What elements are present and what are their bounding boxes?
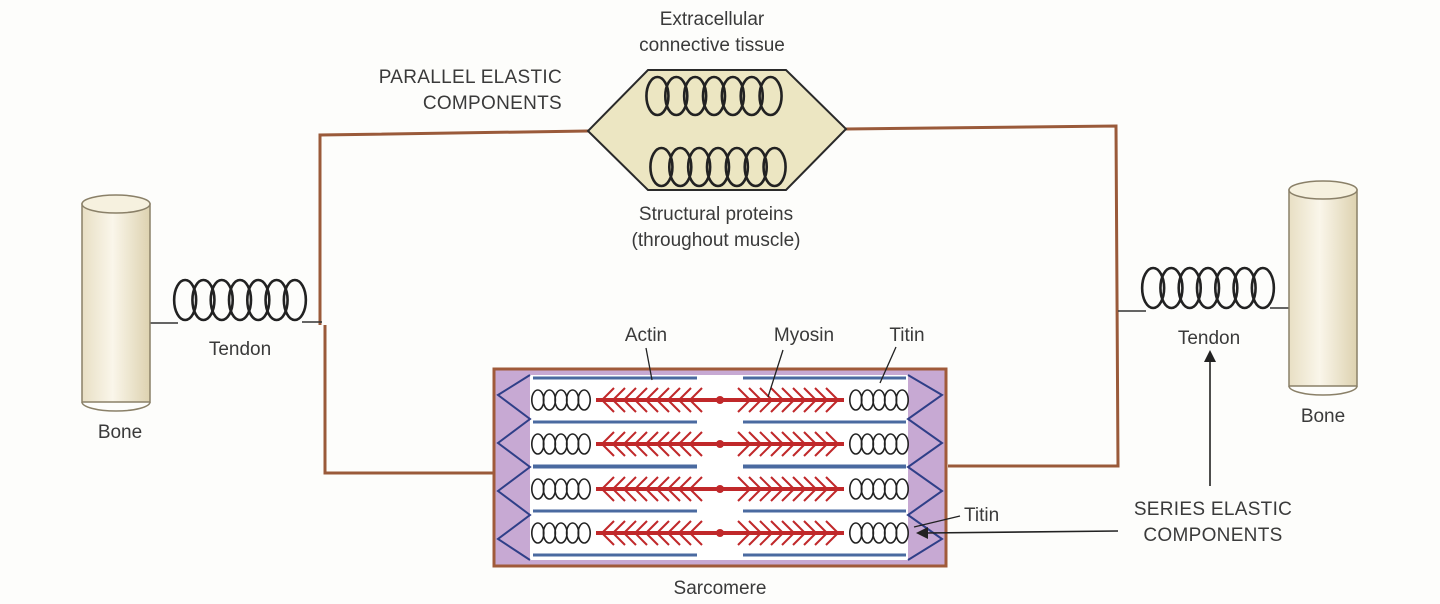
coil-loop [895, 522, 910, 544]
coil-loop [649, 146, 674, 188]
m-line [716, 529, 724, 537]
extracellular-label-line2: connective tissue [639, 35, 785, 56]
coil-loop [172, 278, 198, 322]
sarcomere [492, 367, 948, 568]
bone-right-label: Bone [1301, 406, 1345, 427]
coil-loop [895, 389, 910, 411]
sarcomere-label: Sarcomere [674, 578, 767, 599]
coil-loop [743, 146, 769, 188]
coil-loop [762, 146, 787, 188]
titin-coil-left [530, 433, 592, 455]
extracellular-label-line1: Extracellular [660, 9, 765, 30]
actin-label: Actin [625, 325, 667, 346]
titin-coil-left [530, 389, 592, 411]
sarcomere-filament-row [530, 509, 910, 557]
extracellular-spring [645, 75, 783, 117]
coil-loop [686, 146, 712, 188]
parallel-label-line2: COMPONENTS [423, 93, 562, 114]
series-arrow-left [916, 527, 1119, 539]
titin-side-label: Titin [964, 505, 999, 526]
series-arrow-up [1204, 350, 1216, 486]
parallel-connector-wire [318, 124, 1120, 475]
coil-loop [191, 278, 216, 322]
titin-coil-right [848, 478, 910, 500]
coil-loop [245, 278, 271, 322]
coil-loop [577, 522, 592, 544]
tendon-spring-right [1140, 266, 1276, 310]
coil-loop [282, 278, 308, 322]
coil-loop [577, 433, 592, 455]
coil-loop [577, 389, 592, 411]
titin-coil-left [530, 478, 592, 500]
z-disc-left [496, 374, 532, 561]
coil-loop [720, 75, 746, 117]
myosin-heads [601, 387, 839, 413]
coil-loop [1213, 266, 1239, 310]
coil-loop [682, 75, 708, 117]
coil-loop [667, 146, 693, 188]
coil-loop [209, 278, 235, 322]
titin-top-pointer [879, 346, 897, 384]
bone-left-label: Bone [98, 422, 142, 443]
coil-loop [705, 146, 731, 188]
extracellular-coil [645, 75, 783, 117]
m-line [716, 485, 724, 493]
titin-coil-right [848, 433, 910, 455]
actin-pointer [645, 347, 653, 381]
structural-protein-spring [649, 146, 787, 188]
myosin-heads [601, 476, 839, 502]
myosin-heads [601, 520, 839, 546]
tendon-coil-right [1140, 266, 1276, 310]
series-label-line2: COMPONENTS [1143, 525, 1282, 546]
titin-coil-left [530, 522, 592, 544]
myosin-pointer [767, 349, 784, 398]
tendon-spring-left [172, 278, 308, 322]
tendon-coil-left [172, 278, 308, 322]
myosin-heads [601, 431, 839, 457]
coil-loop [577, 478, 592, 500]
coil-loop [895, 433, 910, 455]
parallel-label-line1: PARALLEL ELASTIC [379, 67, 562, 88]
coil-loop [645, 75, 670, 117]
coil-loop [663, 75, 689, 117]
coil-loop [701, 75, 727, 117]
structural-label-line1: Structural proteins [639, 204, 793, 225]
tendon-left-label: Tendon [209, 339, 271, 360]
coil-loop [264, 278, 289, 322]
coil-loop [724, 146, 750, 188]
coil-loop [1159, 266, 1184, 310]
parallel-elastic-hexagon [586, 69, 848, 191]
bone-right [1288, 180, 1358, 396]
z-disc-right [906, 374, 944, 561]
titin-coil-right [848, 522, 910, 544]
structural-label-line2: (throughout muscle) [632, 230, 801, 251]
coil-loop [1232, 266, 1257, 310]
coil-loop [1177, 266, 1203, 310]
series-label-line1: SERIES ELASTIC [1134, 499, 1292, 520]
coil-loop [739, 75, 765, 117]
m-line [716, 440, 724, 448]
coil-loop [1250, 266, 1276, 310]
coil-loop [758, 75, 783, 117]
coil-loop [227, 278, 253, 322]
coil-loop [895, 478, 910, 500]
myosin-label: Myosin [774, 325, 834, 346]
coil-loop [1140, 266, 1166, 310]
m-line [716, 396, 724, 404]
titin-top-label: Titin [889, 325, 924, 346]
coil-loop [1195, 266, 1221, 310]
bone-left [81, 194, 151, 412]
tendon-right-label: Tendon [1178, 328, 1240, 349]
titin-side-pointer [913, 515, 961, 528]
titin-coil-right [848, 389, 910, 411]
structural-coil [649, 146, 787, 188]
